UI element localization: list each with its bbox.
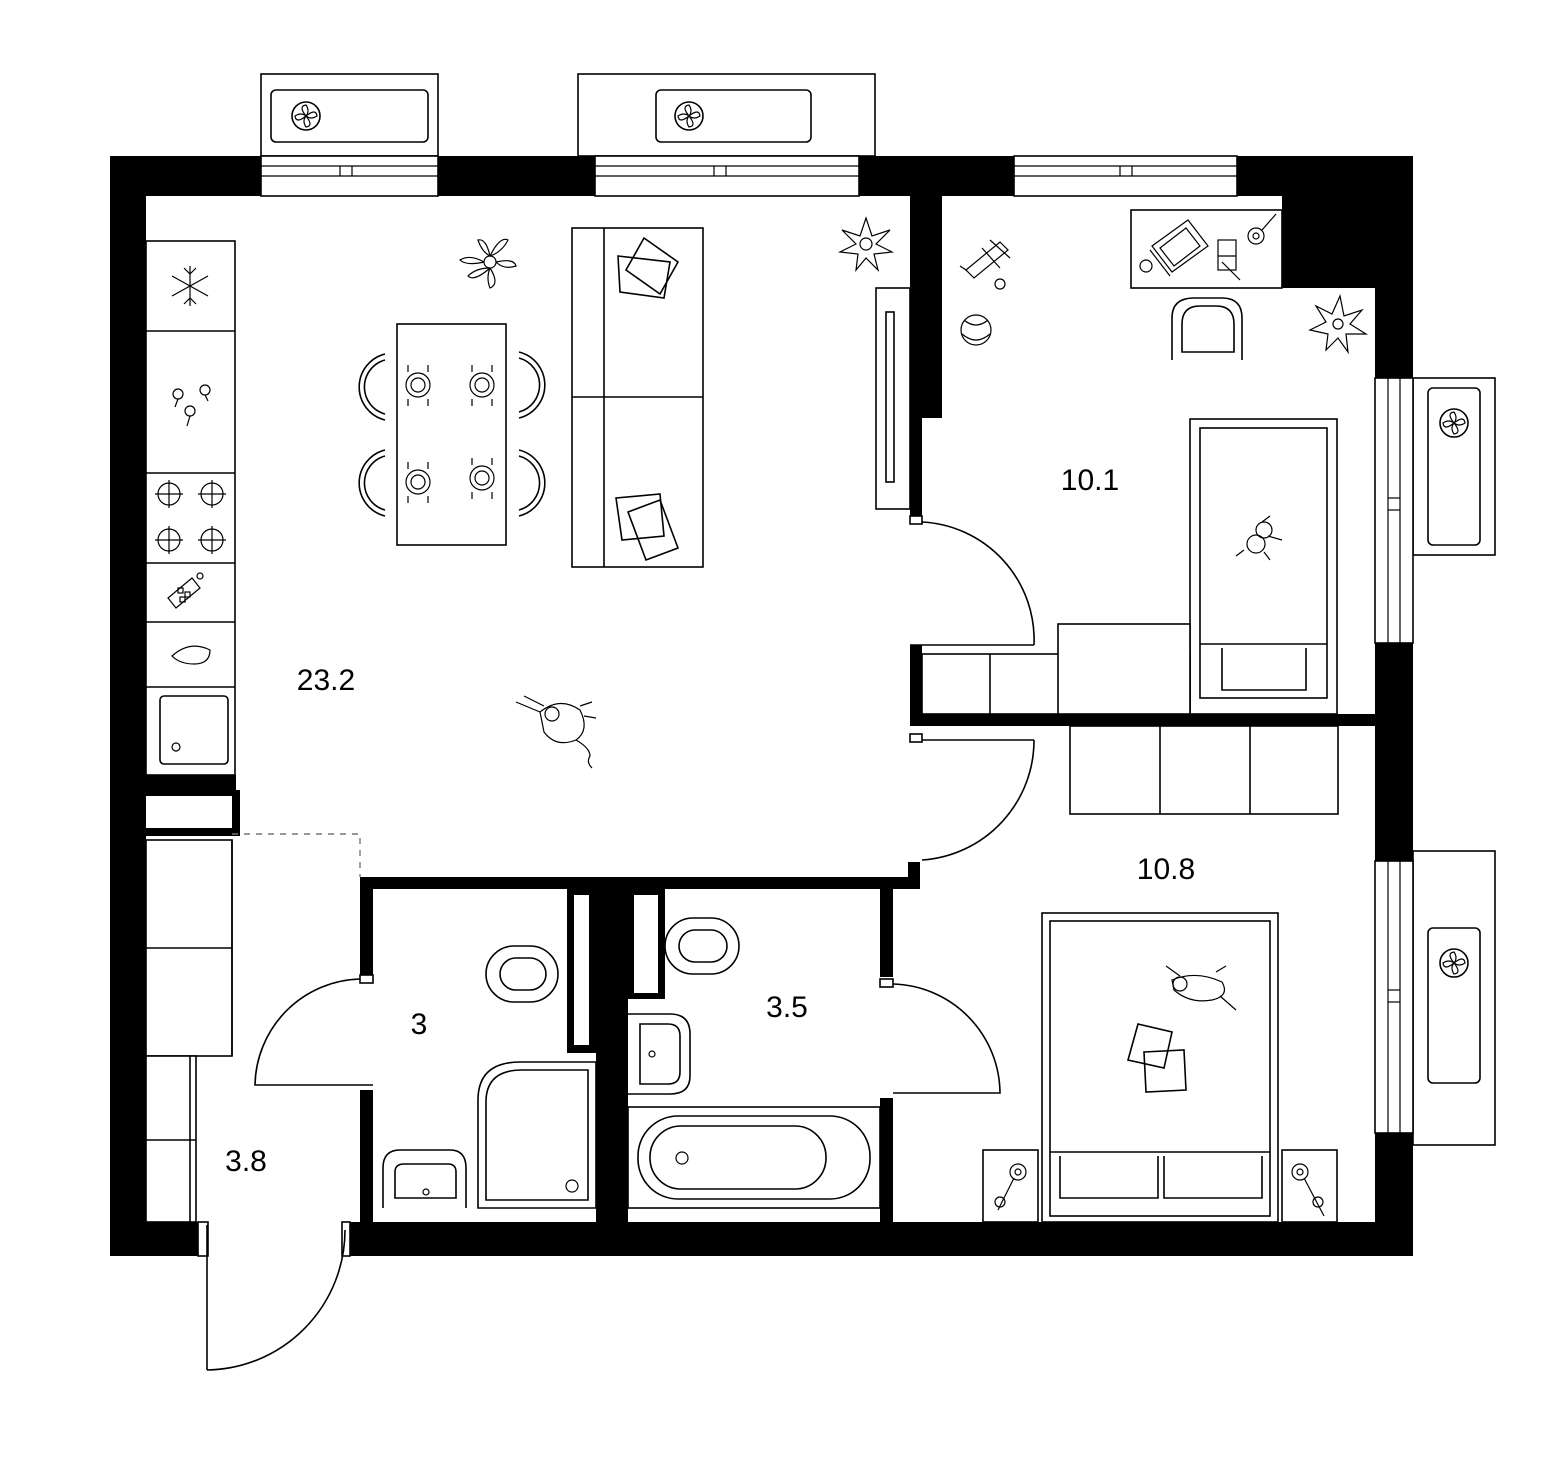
bed	[1189, 418, 1338, 715]
fan-icon	[1442, 411, 1466, 435]
bench	[921, 623, 1191, 715]
window-top-left	[260, 155, 439, 197]
double-bed	[1041, 912, 1279, 1223]
cat-icon	[1165, 965, 1237, 1011]
desk	[1130, 209, 1283, 289]
ac-unit-top-center	[577, 73, 876, 157]
cat-icon	[515, 695, 597, 769]
area-label-living-kitchen: 23.2	[296, 664, 356, 697]
ac-unit-top-left	[260, 73, 439, 157]
plate-icon	[405, 462, 431, 503]
fan-icon	[677, 104, 701, 128]
stove-icon	[155, 480, 226, 554]
desk-chair	[1171, 297, 1243, 360]
kitchen-counter	[145, 240, 236, 776]
bathroom-fixtures	[627, 917, 881, 1209]
nightstand-left	[982, 1149, 1039, 1223]
ball-icon	[960, 314, 992, 346]
walls	[110, 156, 1413, 1256]
area-label-toilet: 3	[410, 1008, 428, 1041]
child-room-furniture	[921, 209, 1369, 715]
wardrobe	[1069, 725, 1339, 815]
washbasin	[382, 1149, 467, 1208]
sink-basin	[159, 695, 229, 765]
fan-icon	[294, 104, 318, 128]
toilet-bowl	[485, 945, 559, 1003]
ac-unit-right-bottom	[1412, 850, 1496, 1146]
cushion-icon	[1127, 1023, 1187, 1093]
ac-unit-right-top	[1412, 377, 1496, 556]
windows	[260, 155, 1414, 1134]
door-child-room	[909, 515, 1035, 646]
tv-stand	[875, 287, 911, 510]
snowflake-icon	[171, 266, 209, 306]
toilet-fixtures	[382, 945, 597, 1209]
door-bedroom	[909, 733, 1035, 861]
doors	[197, 515, 1035, 1371]
area-label-bathroom: 3.5	[766, 991, 808, 1024]
cutting-board-icon	[167, 572, 204, 609]
airplane-toy-icon	[959, 239, 1011, 290]
washbasin	[628, 1013, 691, 1095]
plate-icon	[469, 365, 495, 406]
living-furniture	[358, 216, 911, 769]
door-toilet	[254, 974, 374, 1086]
sink-drop-icon	[171, 645, 211, 665]
area-label-child-room: 10.1	[1060, 464, 1120, 497]
window-top-right	[1013, 155, 1238, 197]
dining-table	[396, 323, 507, 546]
cushion-icon	[617, 236, 680, 299]
area-label-bedroom: 10.8	[1136, 853, 1196, 886]
cushion-icon	[615, 493, 680, 562]
bedroom-furniture	[982, 725, 1339, 1223]
bathtub	[627, 1106, 881, 1209]
window-top-center	[594, 155, 860, 197]
dining-chairs	[358, 351, 546, 517]
hallway-furniture	[145, 833, 361, 1223]
sofa	[571, 227, 704, 568]
plate-icon	[405, 365, 431, 406]
area-label-hallway: 3.8	[225, 1145, 267, 1178]
fan-icon	[1442, 951, 1466, 975]
toilet-bowl	[664, 917, 740, 975]
door-bathroom	[879, 978, 1001, 1094]
window-right-top	[1374, 377, 1414, 644]
nightstand-right	[1281, 1149, 1338, 1223]
dishes-icon	[172, 384, 211, 427]
plant-icon	[837, 216, 895, 272]
window-right-bottom	[1374, 860, 1414, 1134]
plate-icon	[469, 458, 495, 499]
shower-tray	[477, 1061, 597, 1209]
lamp-icon	[1247, 213, 1277, 245]
laptop-icon	[1149, 219, 1209, 277]
plant-icon	[1308, 294, 1369, 355]
door-entrance	[197, 1221, 351, 1371]
plant-icon	[459, 238, 517, 289]
teddy-bear-icon	[1235, 515, 1283, 561]
